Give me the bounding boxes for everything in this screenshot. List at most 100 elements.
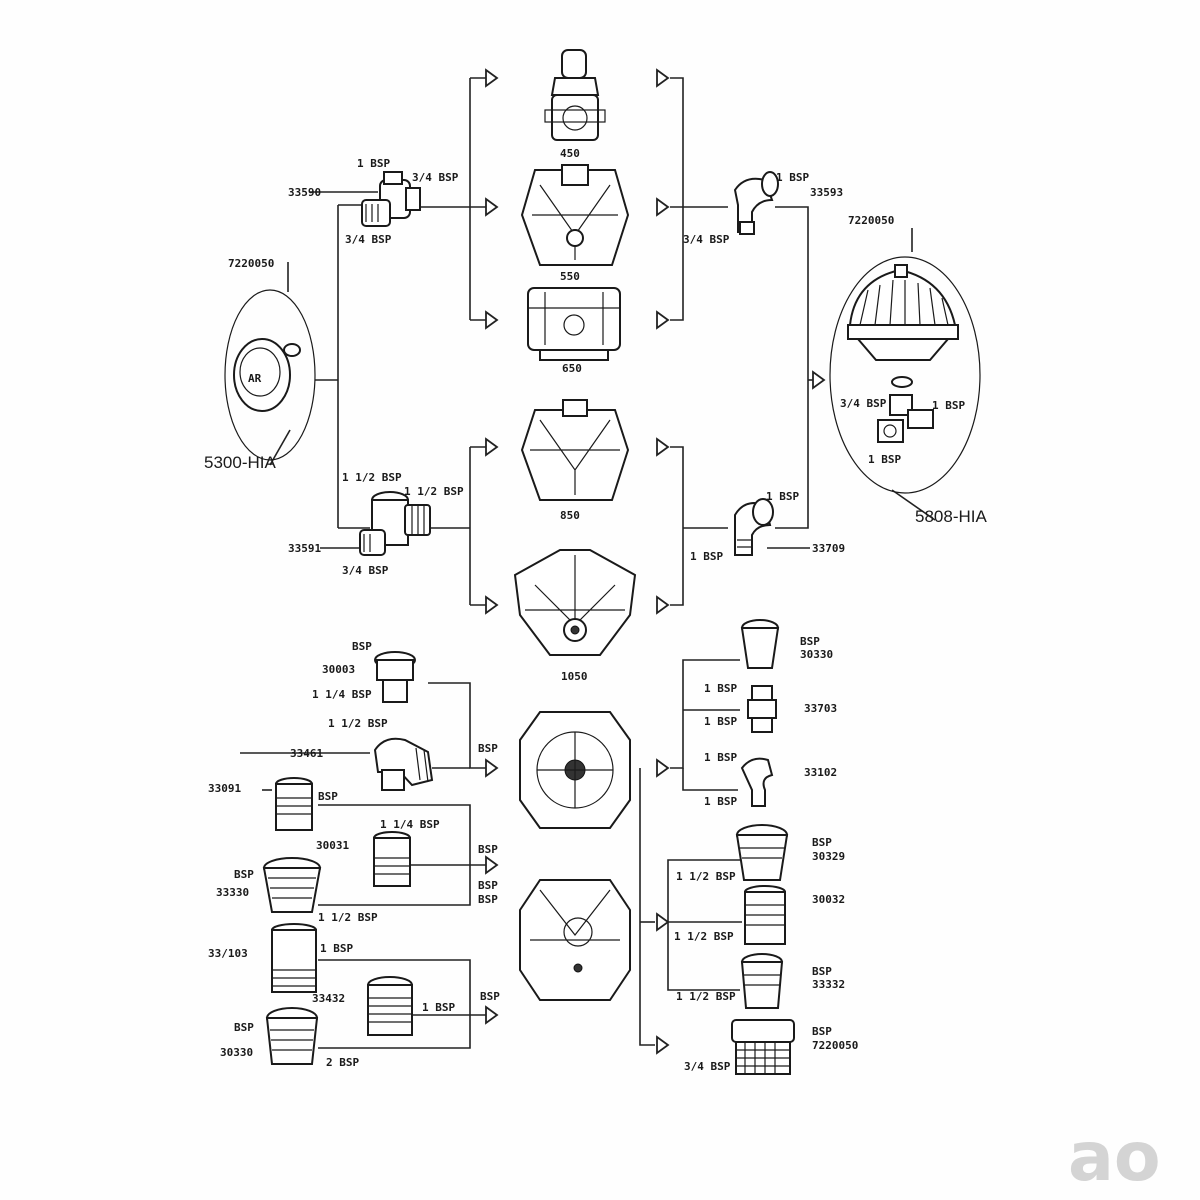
fitting-size: 1 BSP bbox=[704, 682, 737, 695]
fitting-ll-6 bbox=[271, 923, 317, 993]
pump-label: 450 bbox=[560, 147, 580, 160]
fitting-code: BSP bbox=[812, 1025, 832, 1038]
fitting-size: 1 1/2 BSP bbox=[318, 911, 378, 924]
pump-2 bbox=[520, 164, 630, 266]
left-assembly: AR bbox=[224, 289, 316, 461]
fitting-size: 3/4 BSP bbox=[684, 1060, 731, 1073]
fitting-code: 33590 bbox=[288, 186, 321, 199]
lower-right-fittings bbox=[731, 619, 795, 1075]
fitting-size: 1 1/2 BSP bbox=[404, 485, 464, 498]
right-assembly-part-no: 7220050 bbox=[848, 214, 894, 227]
fitting-code: 30032 bbox=[812, 893, 845, 906]
pump-label: 550 bbox=[560, 270, 580, 283]
left-assembly-model: 5300-HIA bbox=[204, 453, 276, 472]
watermark-logo: ao bbox=[1068, 1118, 1161, 1197]
fitting-code: BSP bbox=[800, 635, 820, 648]
lower-left-fittings bbox=[262, 651, 434, 1065]
arrow-marker bbox=[656, 197, 670, 217]
fitting-size: 1 BSP bbox=[932, 399, 965, 412]
arrow-marker bbox=[656, 1035, 670, 1055]
fitting-size: BSP bbox=[318, 790, 338, 803]
arrow-marker bbox=[656, 310, 670, 330]
fitting-size: 3/4 BSP bbox=[342, 564, 389, 577]
fitting-code: 33091 bbox=[208, 782, 241, 795]
fitting-code: BSP bbox=[234, 1021, 254, 1034]
arrow-marker bbox=[656, 595, 670, 615]
arrow-marker bbox=[812, 370, 826, 390]
fitting-size: 1 BSP bbox=[776, 171, 809, 184]
tee-fitting-top bbox=[361, 171, 421, 227]
pump-label: 650 bbox=[562, 362, 582, 375]
arrow-marker bbox=[485, 1005, 499, 1025]
fitting-lr-4 bbox=[735, 824, 789, 881]
fitting-size: 1 BSP bbox=[868, 453, 901, 466]
flow-arrows bbox=[485, 68, 826, 1055]
fitting-code: 30003 bbox=[322, 663, 355, 676]
right-assembly-model: 5808-HIA bbox=[915, 507, 987, 526]
fitting-size: 1 BSP bbox=[704, 715, 737, 728]
fitting-code: 30031 bbox=[316, 839, 349, 852]
fitting-ll-4 bbox=[373, 831, 411, 887]
fitting-code: 33461 bbox=[290, 747, 323, 760]
bsp-tag: BSP bbox=[478, 742, 498, 755]
pump-7 bbox=[519, 879, 631, 1001]
pump-3 bbox=[527, 287, 621, 361]
arrow-marker bbox=[485, 68, 499, 88]
fitting-ll-2 bbox=[373, 737, 434, 791]
fitting-size: 1 1/2 BSP bbox=[674, 930, 734, 943]
fitting-code: 30330 bbox=[800, 648, 833, 661]
bsp-tag: BSP bbox=[478, 893, 498, 906]
fitting-size: 1 BSP bbox=[422, 1001, 455, 1014]
fitting-size: 1 BSP bbox=[704, 751, 737, 764]
fitting-code: 33332 bbox=[812, 978, 845, 991]
connector-lines bbox=[240, 77, 936, 1049]
arrow-marker bbox=[656, 912, 670, 932]
fitting-size: 1 BSP bbox=[766, 490, 799, 503]
pump-label: 850 bbox=[560, 509, 580, 522]
fitting-size: 3/4 BSP bbox=[840, 397, 887, 410]
fitting-code: 33703 bbox=[804, 702, 837, 715]
arrow-marker bbox=[485, 855, 499, 875]
fitting-code: 33330 bbox=[216, 886, 249, 899]
arrow-marker bbox=[485, 437, 499, 457]
fitting-ll-7 bbox=[367, 976, 413, 1036]
pump-4 bbox=[520, 399, 630, 501]
svg-text:AR: AR bbox=[248, 372, 262, 385]
bsp-tag: BSP bbox=[480, 990, 500, 1003]
bsp-tag: BSP bbox=[478, 879, 498, 892]
elbow-fitting-bottom bbox=[734, 498, 774, 556]
pump-5 bbox=[513, 549, 637, 656]
fitting-size: 1 1/4 BSP bbox=[380, 818, 440, 831]
fitting-code: 30329 bbox=[812, 850, 845, 863]
fitting-lr-3 bbox=[740, 757, 774, 807]
tee-fitting-bottom bbox=[359, 491, 431, 556]
fitting-size: 1 BSP bbox=[320, 942, 353, 955]
labels: 7220050 5300-HIA 7220050 5808-HIA 450 55… bbox=[204, 147, 987, 1073]
fitting-code: 33/103 bbox=[208, 947, 248, 960]
fitting-code: 33709 bbox=[812, 542, 845, 555]
fitting-code: 33432 bbox=[312, 992, 345, 1005]
fitting-lr-7 bbox=[731, 1019, 795, 1075]
fitting-size: 1 BSP bbox=[357, 157, 390, 170]
arrow-marker bbox=[485, 595, 499, 615]
arrow-marker bbox=[656, 437, 670, 457]
fitting-size: 3/4 BSP bbox=[683, 233, 730, 246]
fitting-code: 30330 bbox=[220, 1046, 253, 1059]
fitting-size: 1 1/4 BSP bbox=[312, 688, 372, 701]
fitting-code: 33591 bbox=[288, 542, 321, 555]
pump-6 bbox=[519, 711, 631, 829]
elbow-fitting-top bbox=[733, 171, 779, 235]
fitting-ll-8 bbox=[265, 1007, 319, 1065]
fitting-ll-5 bbox=[262, 857, 322, 913]
pump-1 bbox=[544, 49, 606, 141]
fitting-code: 33102 bbox=[804, 766, 837, 779]
fitting-code: BSP bbox=[812, 965, 832, 978]
fitting-size: 1 1/2 BSP bbox=[676, 870, 736, 883]
fitting-ll-3 bbox=[275, 777, 313, 831]
fitting-size: 1 1/2 BSP bbox=[342, 471, 402, 484]
arrow-marker bbox=[485, 758, 499, 778]
left-assembly-part-no: 7220050 bbox=[228, 257, 274, 270]
fitting-ll-1 bbox=[374, 651, 416, 703]
bsp-tag: BSP bbox=[478, 843, 498, 856]
